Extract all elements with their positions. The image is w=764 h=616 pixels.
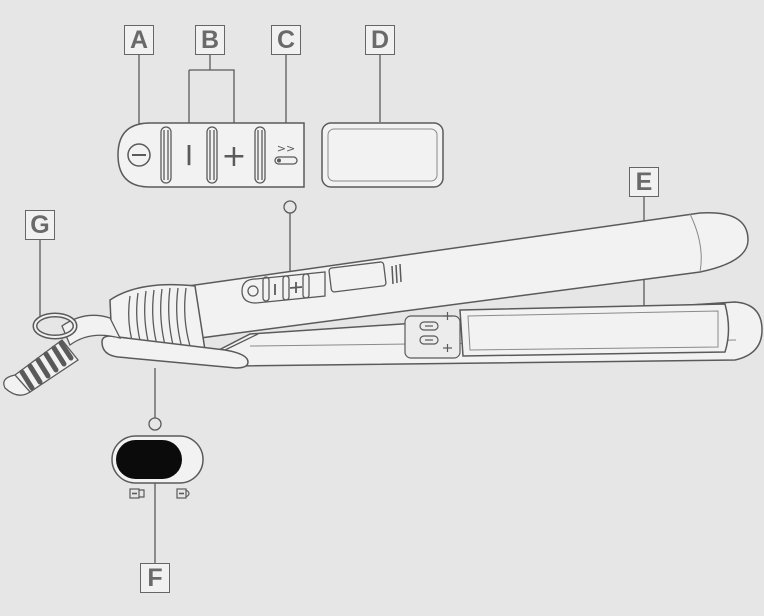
callout-label-f: F	[140, 563, 170, 593]
detail-marker-bottom	[148, 417, 162, 431]
body-vent-lines	[391, 263, 402, 285]
upper-arm	[158, 211, 749, 341]
heating-plate	[459, 303, 730, 357]
callout-label-b: B	[195, 25, 225, 55]
power-button-icon	[127, 143, 151, 167]
lock-icon-right	[176, 488, 190, 499]
callout-label-c: C	[271, 25, 301, 55]
lock-switch-knob	[116, 440, 182, 479]
callout-label-d: D	[365, 25, 395, 55]
temp-up-symbol: +	[221, 139, 246, 174]
panel-divider	[160, 126, 172, 184]
body-display	[328, 261, 387, 293]
straightener-body	[101, 211, 763, 369]
callout-label-a: A	[124, 25, 154, 55]
swivel-cord	[3, 312, 122, 396]
display-inner	[327, 128, 438, 182]
lock-switch-detail	[111, 435, 204, 499]
callout-label-e: E	[629, 167, 659, 197]
leader-b-bracket	[189, 69, 235, 140]
control-panel-detail: I + >>	[117, 122, 305, 188]
lock-icon-left	[129, 488, 145, 499]
temp-down-symbol: I	[185, 139, 193, 172]
display-detail	[321, 122, 444, 188]
lock-base	[101, 335, 249, 369]
panel-divider	[254, 126, 266, 184]
panel-divider	[206, 126, 218, 184]
thermometer-icon	[274, 156, 298, 165]
callout-label-g: G	[25, 210, 55, 240]
detail-marker-top	[283, 200, 297, 214]
body-buttons	[241, 271, 326, 304]
side-vents	[404, 312, 461, 359]
boost-symbol: >>	[277, 142, 295, 155]
